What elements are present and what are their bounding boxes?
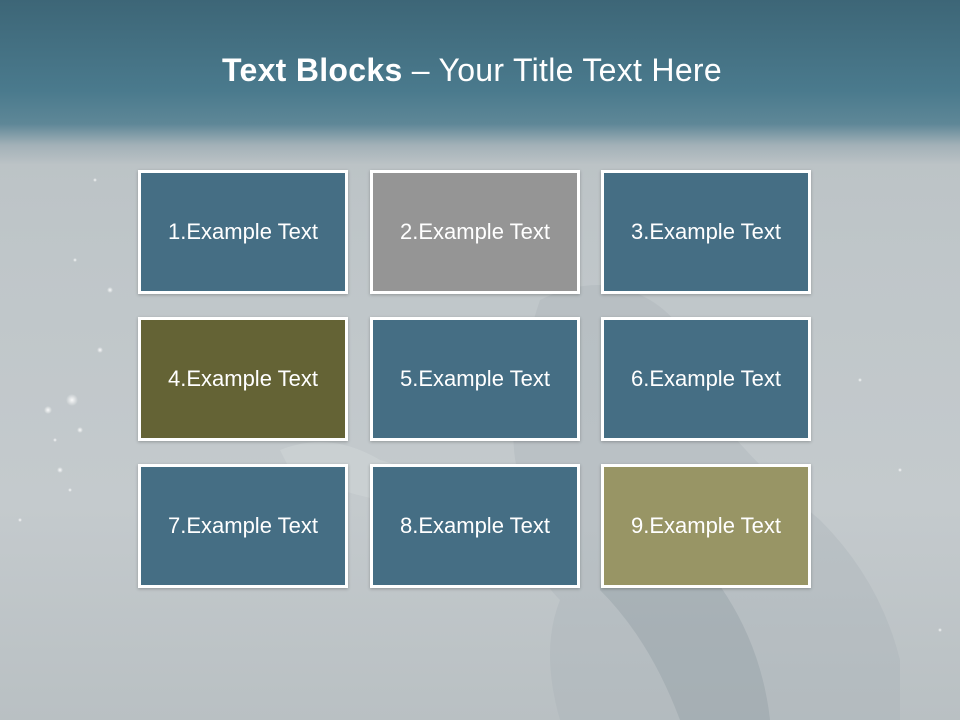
- text-block-label: 6.Example Text: [630, 366, 781, 391]
- text-block-label: 1.Example Text: [167, 219, 318, 244]
- text-block-label: 4.Example Text: [167, 366, 318, 391]
- text-block-6: 6.Example Text: [601, 317, 811, 441]
- header-band: [0, 0, 960, 165]
- title-bold-part: Text Blocks: [222, 52, 403, 88]
- text-block-8: 8.Example Text: [370, 464, 580, 588]
- slide-title: Text Blocks – Your Title Text Here: [0, 52, 944, 89]
- text-block-label: 9.Example Text: [630, 513, 781, 538]
- text-block-2: 2.Example Text: [370, 170, 580, 294]
- text-block-label: 2.Example Text: [399, 219, 550, 244]
- text-block-5: 5.Example Text: [370, 317, 580, 441]
- text-block-label: 3.Example Text: [630, 219, 781, 244]
- text-block-7: 7.Example Text: [138, 464, 348, 588]
- text-block-grid: 1.Example Text 2.Example Text 3.Example …: [138, 170, 816, 594]
- title-dash: –: [402, 52, 439, 88]
- text-block-4: 4.Example Text: [138, 317, 348, 441]
- text-block-label: 8.Example Text: [399, 513, 550, 538]
- text-block-label: 7.Example Text: [167, 513, 318, 538]
- text-block-3: 3.Example Text: [601, 170, 811, 294]
- title-rest: Your Title Text Here: [438, 52, 722, 88]
- text-block-9: 9.Example Text: [601, 464, 811, 588]
- text-block-label: 5.Example Text: [399, 366, 550, 391]
- text-block-1: 1.Example Text: [138, 170, 348, 294]
